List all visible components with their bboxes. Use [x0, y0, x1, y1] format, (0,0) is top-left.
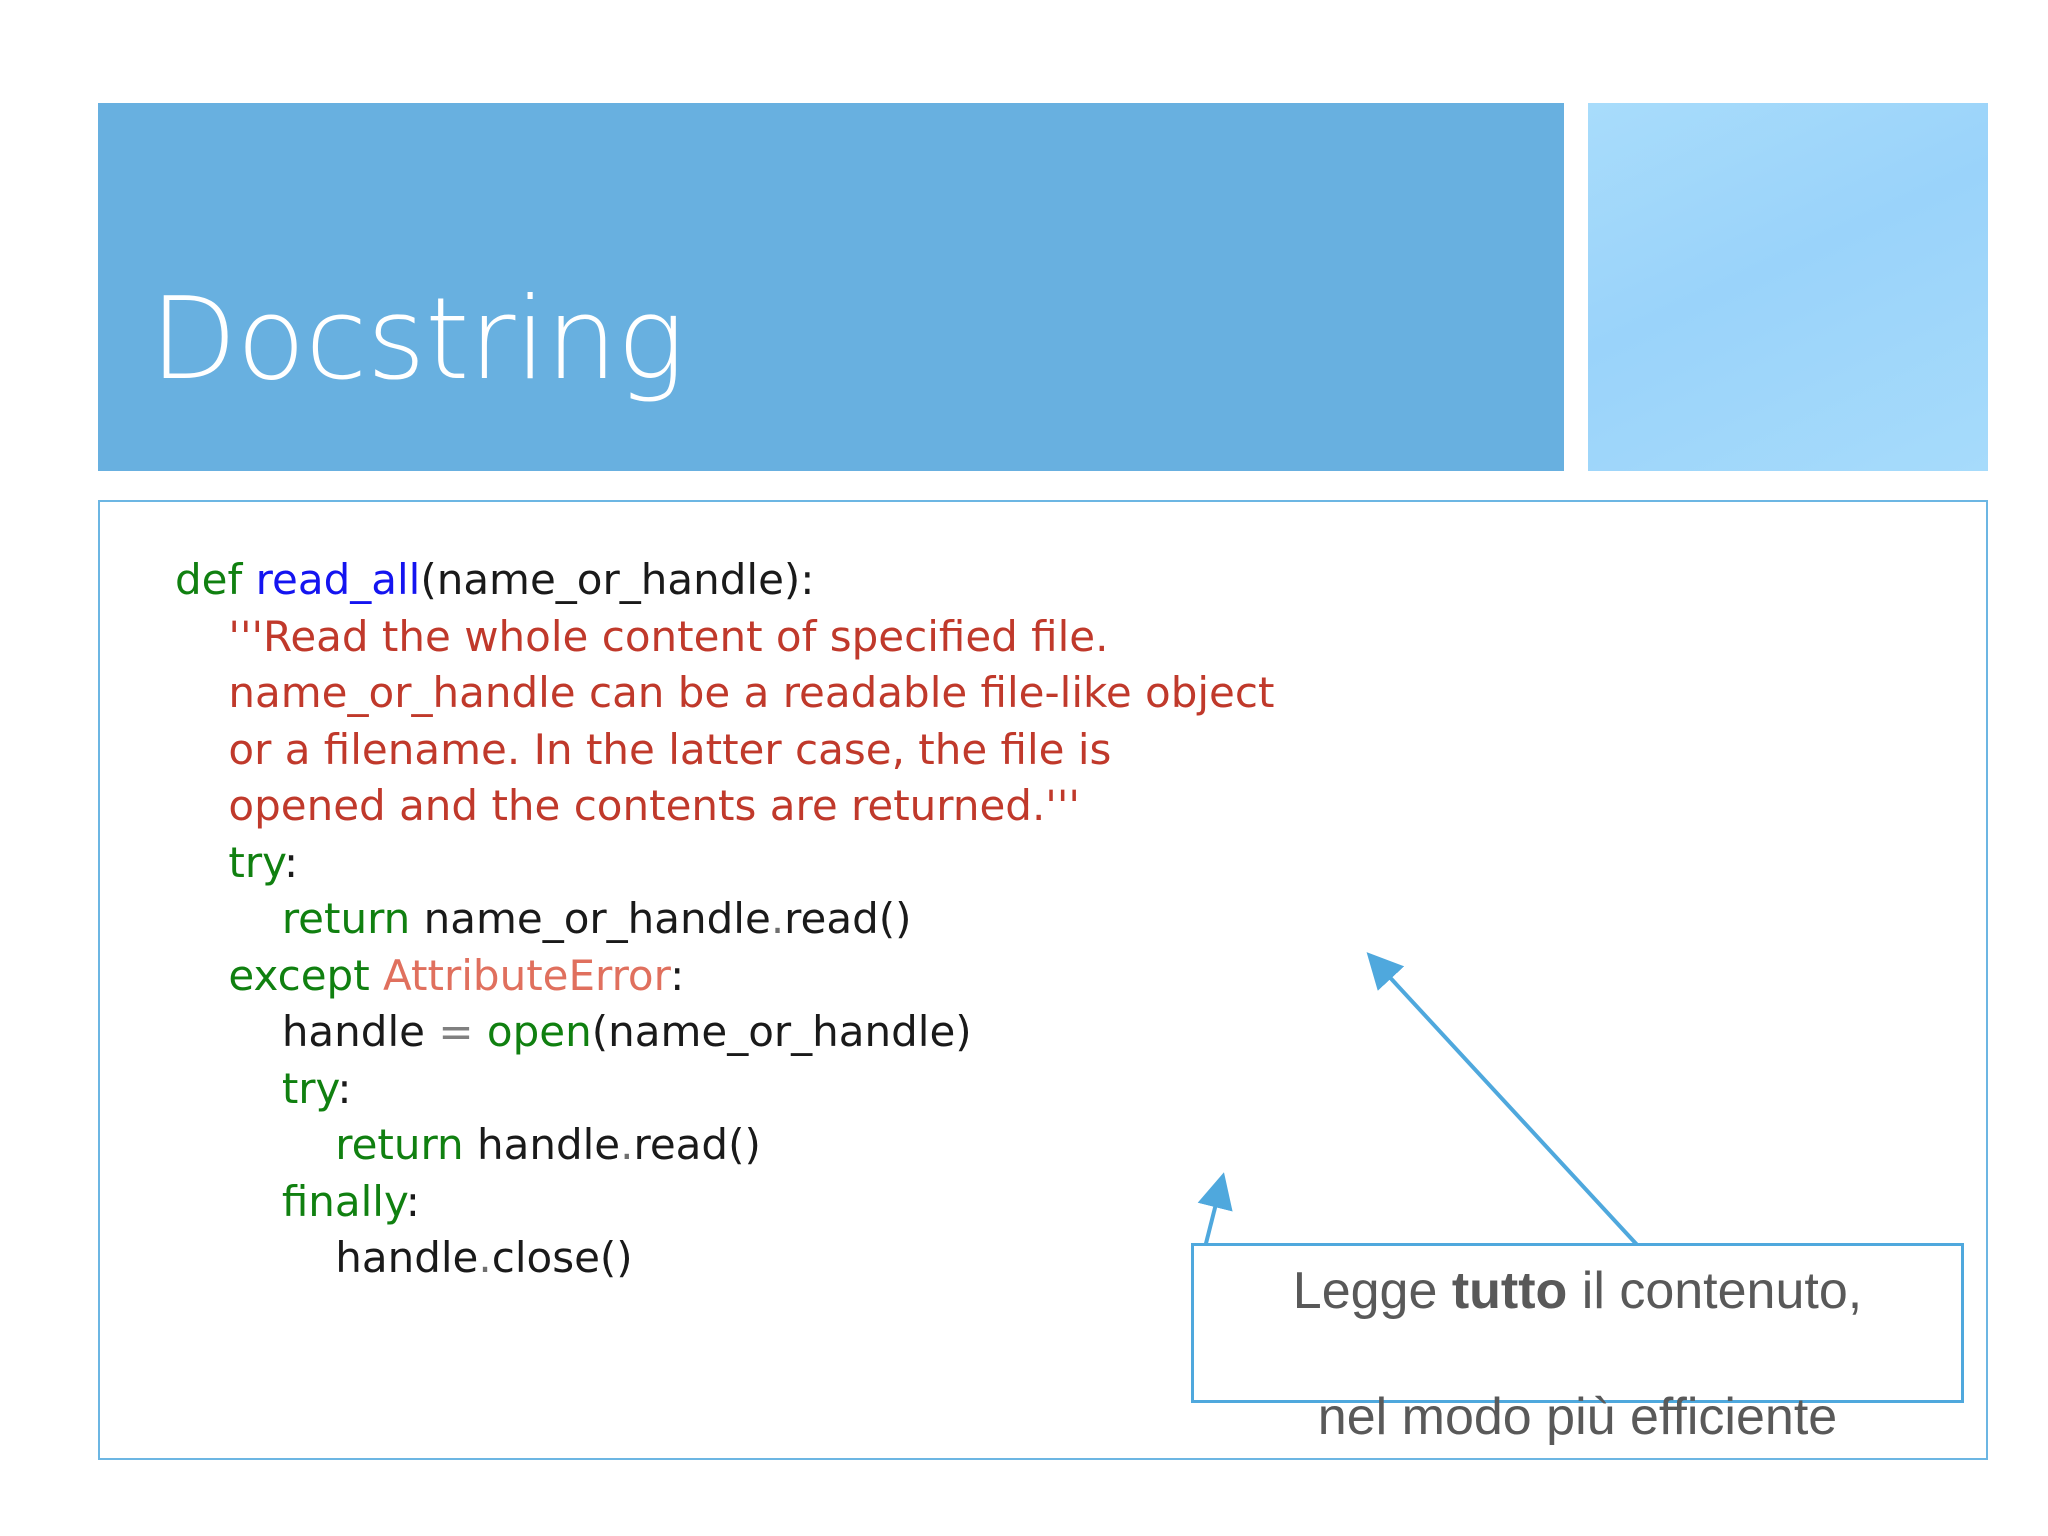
code-line: finally: — [175, 1174, 1274, 1231]
code-token: '''Read the whole content of specified f… — [228, 611, 1109, 661]
code-token: finally — [281, 1176, 406, 1226]
code-token: : — [283, 837, 299, 887]
code-token: read() — [784, 894, 912, 943]
code-token: (name_or_handle): — [420, 555, 815, 604]
code-line: return name_or_handle.read() — [175, 891, 1274, 948]
code-token: read() — [633, 1120, 761, 1169]
code-line: def read_all(name_or_handle): — [175, 552, 1274, 609]
code-token: handle — [335, 1233, 479, 1282]
code-token: or a filename. In the latter case, the f… — [228, 724, 1112, 774]
code-token: . — [478, 1233, 492, 1282]
code-token: opened and the contents are returned.''' — [228, 781, 1080, 830]
page-title: Docstring — [150, 273, 685, 405]
code-line: '''Read the whole content of specified f… — [175, 609, 1274, 666]
code-token: . — [770, 894, 785, 943]
title-accent-square — [1588, 103, 1988, 471]
code-line: name_or_handle can be a readable file-li… — [175, 665, 1274, 722]
code-token: handle — [281, 1007, 439, 1056]
code-token: : — [670, 950, 685, 1000]
code-token: read_all — [255, 555, 421, 604]
code-token: : — [337, 1063, 352, 1113]
code-token: handle — [463, 1120, 621, 1169]
code-line: handle = open(name_or_handle) — [175, 1004, 1274, 1061]
callout-line1-suffix: il contenuto, — [1567, 1262, 1863, 1320]
title-banner — [98, 103, 1564, 471]
code-token: close() — [491, 1233, 633, 1282]
code-line: except AttributeError: — [175, 948, 1274, 1005]
code-token: return — [335, 1120, 464, 1169]
code-block: def read_all(name_or_handle): '''Read th… — [175, 552, 1274, 1287]
code-line: opened and the contents are returned.''' — [175, 778, 1274, 835]
code-line: try: — [175, 835, 1274, 892]
code-token: name_or_handle — [410, 894, 771, 943]
callout-line2: nel modo più efficiente — [1317, 1388, 1838, 1446]
code-line: return handle.read() — [175, 1117, 1274, 1174]
code-line: handle.close() — [175, 1230, 1274, 1287]
code-token: def — [175, 555, 256, 604]
callout-line1-bold: tutto — [1451, 1262, 1568, 1320]
code-token: (name_or_handle) — [591, 1007, 972, 1056]
callout-line1-prefix: Legge — [1292, 1262, 1452, 1320]
code-token: AttributeError — [383, 950, 671, 1000]
code-token: try — [281, 1063, 338, 1113]
code-token: : — [405, 1176, 420, 1226]
code-token: except — [228, 950, 384, 1000]
code-token: open — [486, 1007, 592, 1056]
code-line: or a filename. In the latter case, the f… — [175, 722, 1274, 779]
code-token — [474, 1007, 487, 1056]
code-line: try: — [175, 1061, 1274, 1118]
callout-text: Legge tutto il contenuto, nel modo più e… — [1293, 1197, 1862, 1449]
code-token: name_or_handle can be a readable file-li… — [228, 668, 1275, 717]
code-token: = — [438, 1007, 474, 1056]
callout-box: Legge tutto il contenuto, nel modo più e… — [1191, 1243, 1964, 1446]
code-token: . — [620, 1120, 634, 1169]
code-token: try — [228, 837, 284, 887]
code-token: return — [281, 894, 411, 943]
